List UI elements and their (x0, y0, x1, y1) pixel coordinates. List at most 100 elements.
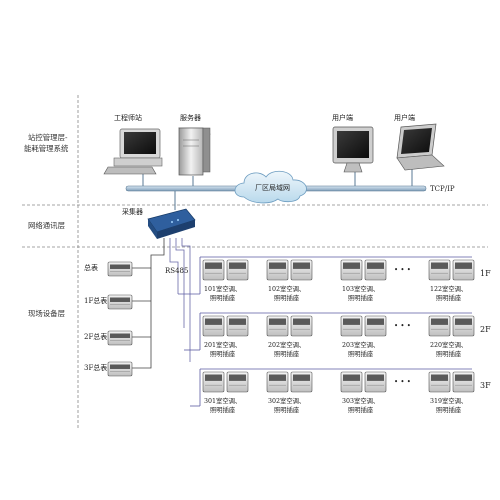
meter-display (343, 374, 360, 381)
total-meter-label: 2F总表 (84, 332, 107, 341)
room-sublabel: 照明插座 (348, 293, 373, 302)
meter-display (367, 262, 384, 269)
cloud-icon (234, 170, 307, 204)
meter-display (455, 318, 472, 325)
meter-display (205, 318, 222, 325)
keyboard-icon (103, 166, 157, 175)
total-meter-icon (107, 261, 133, 277)
room-meter-icon (364, 315, 387, 337)
floor-label: 1F (480, 269, 491, 278)
room-meter-icon (428, 315, 451, 337)
floor-label: 3F (480, 381, 491, 390)
meter-display (110, 364, 130, 369)
ellipsis: • • • (394, 322, 411, 330)
engineer-monitor-screen (124, 132, 156, 154)
ellipsis: • • • (394, 378, 411, 386)
room-meter-icon (290, 259, 313, 281)
total-meter-icon (107, 330, 133, 346)
room-meter-icon (202, 315, 225, 337)
room-meter-icon (428, 259, 451, 281)
room-label: 303室空调、 (342, 396, 379, 405)
layer-dividers (22, 95, 488, 430)
meter-display (110, 264, 130, 269)
server-side (202, 127, 211, 173)
total-meter-icon (107, 361, 133, 377)
rs485-riser-3f (181, 238, 191, 362)
meter-display (431, 318, 448, 325)
room-meter-icon (452, 371, 475, 393)
collector-label: 采集器 (122, 207, 143, 216)
room-meter-icon (202, 371, 225, 393)
room-meter-icon (226, 315, 249, 337)
meter-display (110, 297, 130, 302)
engineer-station-label: 工程师站 (114, 113, 142, 122)
layer-label-field: 现场设备层 (28, 309, 65, 318)
layer-label-network: 网络通讯层 (28, 221, 65, 230)
bus-droplines (142, 168, 413, 210)
desktop-screen (337, 131, 369, 158)
meter-display (205, 262, 222, 269)
room-sublabel: 照明插座 (436, 405, 461, 414)
floor-row-2F: 201室空调、照明插座202室空调、照明插座203室空调、照明插座220室空调、… (184, 312, 491, 358)
server: 服务器 (178, 113, 211, 176)
room-label: 220室空调、 (430, 340, 467, 349)
engineer-pc-base (113, 157, 163, 167)
room-label: 101室空调、 (204, 284, 241, 293)
room-meter-icon (452, 259, 475, 281)
room-meter-icon (364, 259, 387, 281)
room-sublabel: 照明插座 (210, 405, 235, 414)
room-sublabel: 照明插座 (274, 405, 299, 414)
ellipsis: • • • (394, 266, 411, 274)
rs485-riser-2f (175, 238, 185, 328)
client-laptop: 用户端 (394, 113, 445, 171)
meter-display (343, 262, 360, 269)
room-meter-icon (290, 315, 313, 337)
meter-display (205, 374, 222, 381)
meter-display (293, 318, 310, 325)
lan-cloud: 厂区局域网 (234, 170, 307, 204)
total-meter-label: 1F总表 (84, 296, 107, 305)
collector: 采集器 (122, 207, 196, 239)
client2-label: 用户端 (394, 113, 415, 122)
floor-row-1F: 101室空调、照明插座102室空调、照明插座103室空调、照明插座122室空调、… (178, 256, 491, 302)
rs485-label: RS485 (165, 267, 188, 275)
meter-display (269, 262, 286, 269)
floor-meters-riser (132, 268, 152, 369)
room-sublabel: 照明插座 (436, 293, 461, 302)
server-tower-icon (178, 127, 204, 176)
server-label: 服务器 (180, 113, 201, 122)
client-desktop: 用户端 (332, 113, 374, 173)
room-meter-icon (340, 371, 363, 393)
meter-display (431, 374, 448, 381)
collector-to-total-meter (132, 238, 165, 269)
room-sublabel: 照明插座 (274, 293, 299, 302)
room-sublabel: 照明插座 (210, 349, 235, 358)
room-label: 302室空调、 (268, 396, 305, 405)
room-meter-icon (340, 259, 363, 281)
room-sublabel: 照明插座 (348, 349, 373, 358)
room-meter-icon (290, 371, 313, 393)
total-meter-label: 总表 (84, 263, 98, 272)
room-meter-icon (452, 315, 475, 337)
room-meter-icon (266, 259, 289, 281)
room-label: 102室空调、 (268, 284, 305, 293)
meter-display (293, 262, 310, 269)
rs485-riser-1f (169, 238, 179, 294)
meter-display (367, 374, 384, 381)
room-label: 202室空调、 (268, 340, 305, 349)
floor-rows: 101室空调、照明插座102室空调、照明插座103室空调、照明插座122室空调、… (178, 256, 491, 414)
room-meter-icon (364, 371, 387, 393)
desktop-stand (343, 162, 363, 173)
room-sublabel: 照明插座 (274, 349, 299, 358)
meter-display (431, 262, 448, 269)
meter-display (455, 262, 472, 269)
meter-body (107, 330, 133, 346)
engineer-station: 工程师站 (103, 113, 163, 175)
room-label: 103室空调、 (342, 284, 379, 293)
meter-display (367, 318, 384, 325)
meter-body (107, 361, 133, 377)
floor-row-3F: 301室空调、照明插座302室空调、照明插座303室空调、照明插座319室空调、… (190, 368, 491, 414)
client1-label: 用户端 (332, 113, 353, 122)
room-label: 301室空调、 (204, 396, 241, 405)
